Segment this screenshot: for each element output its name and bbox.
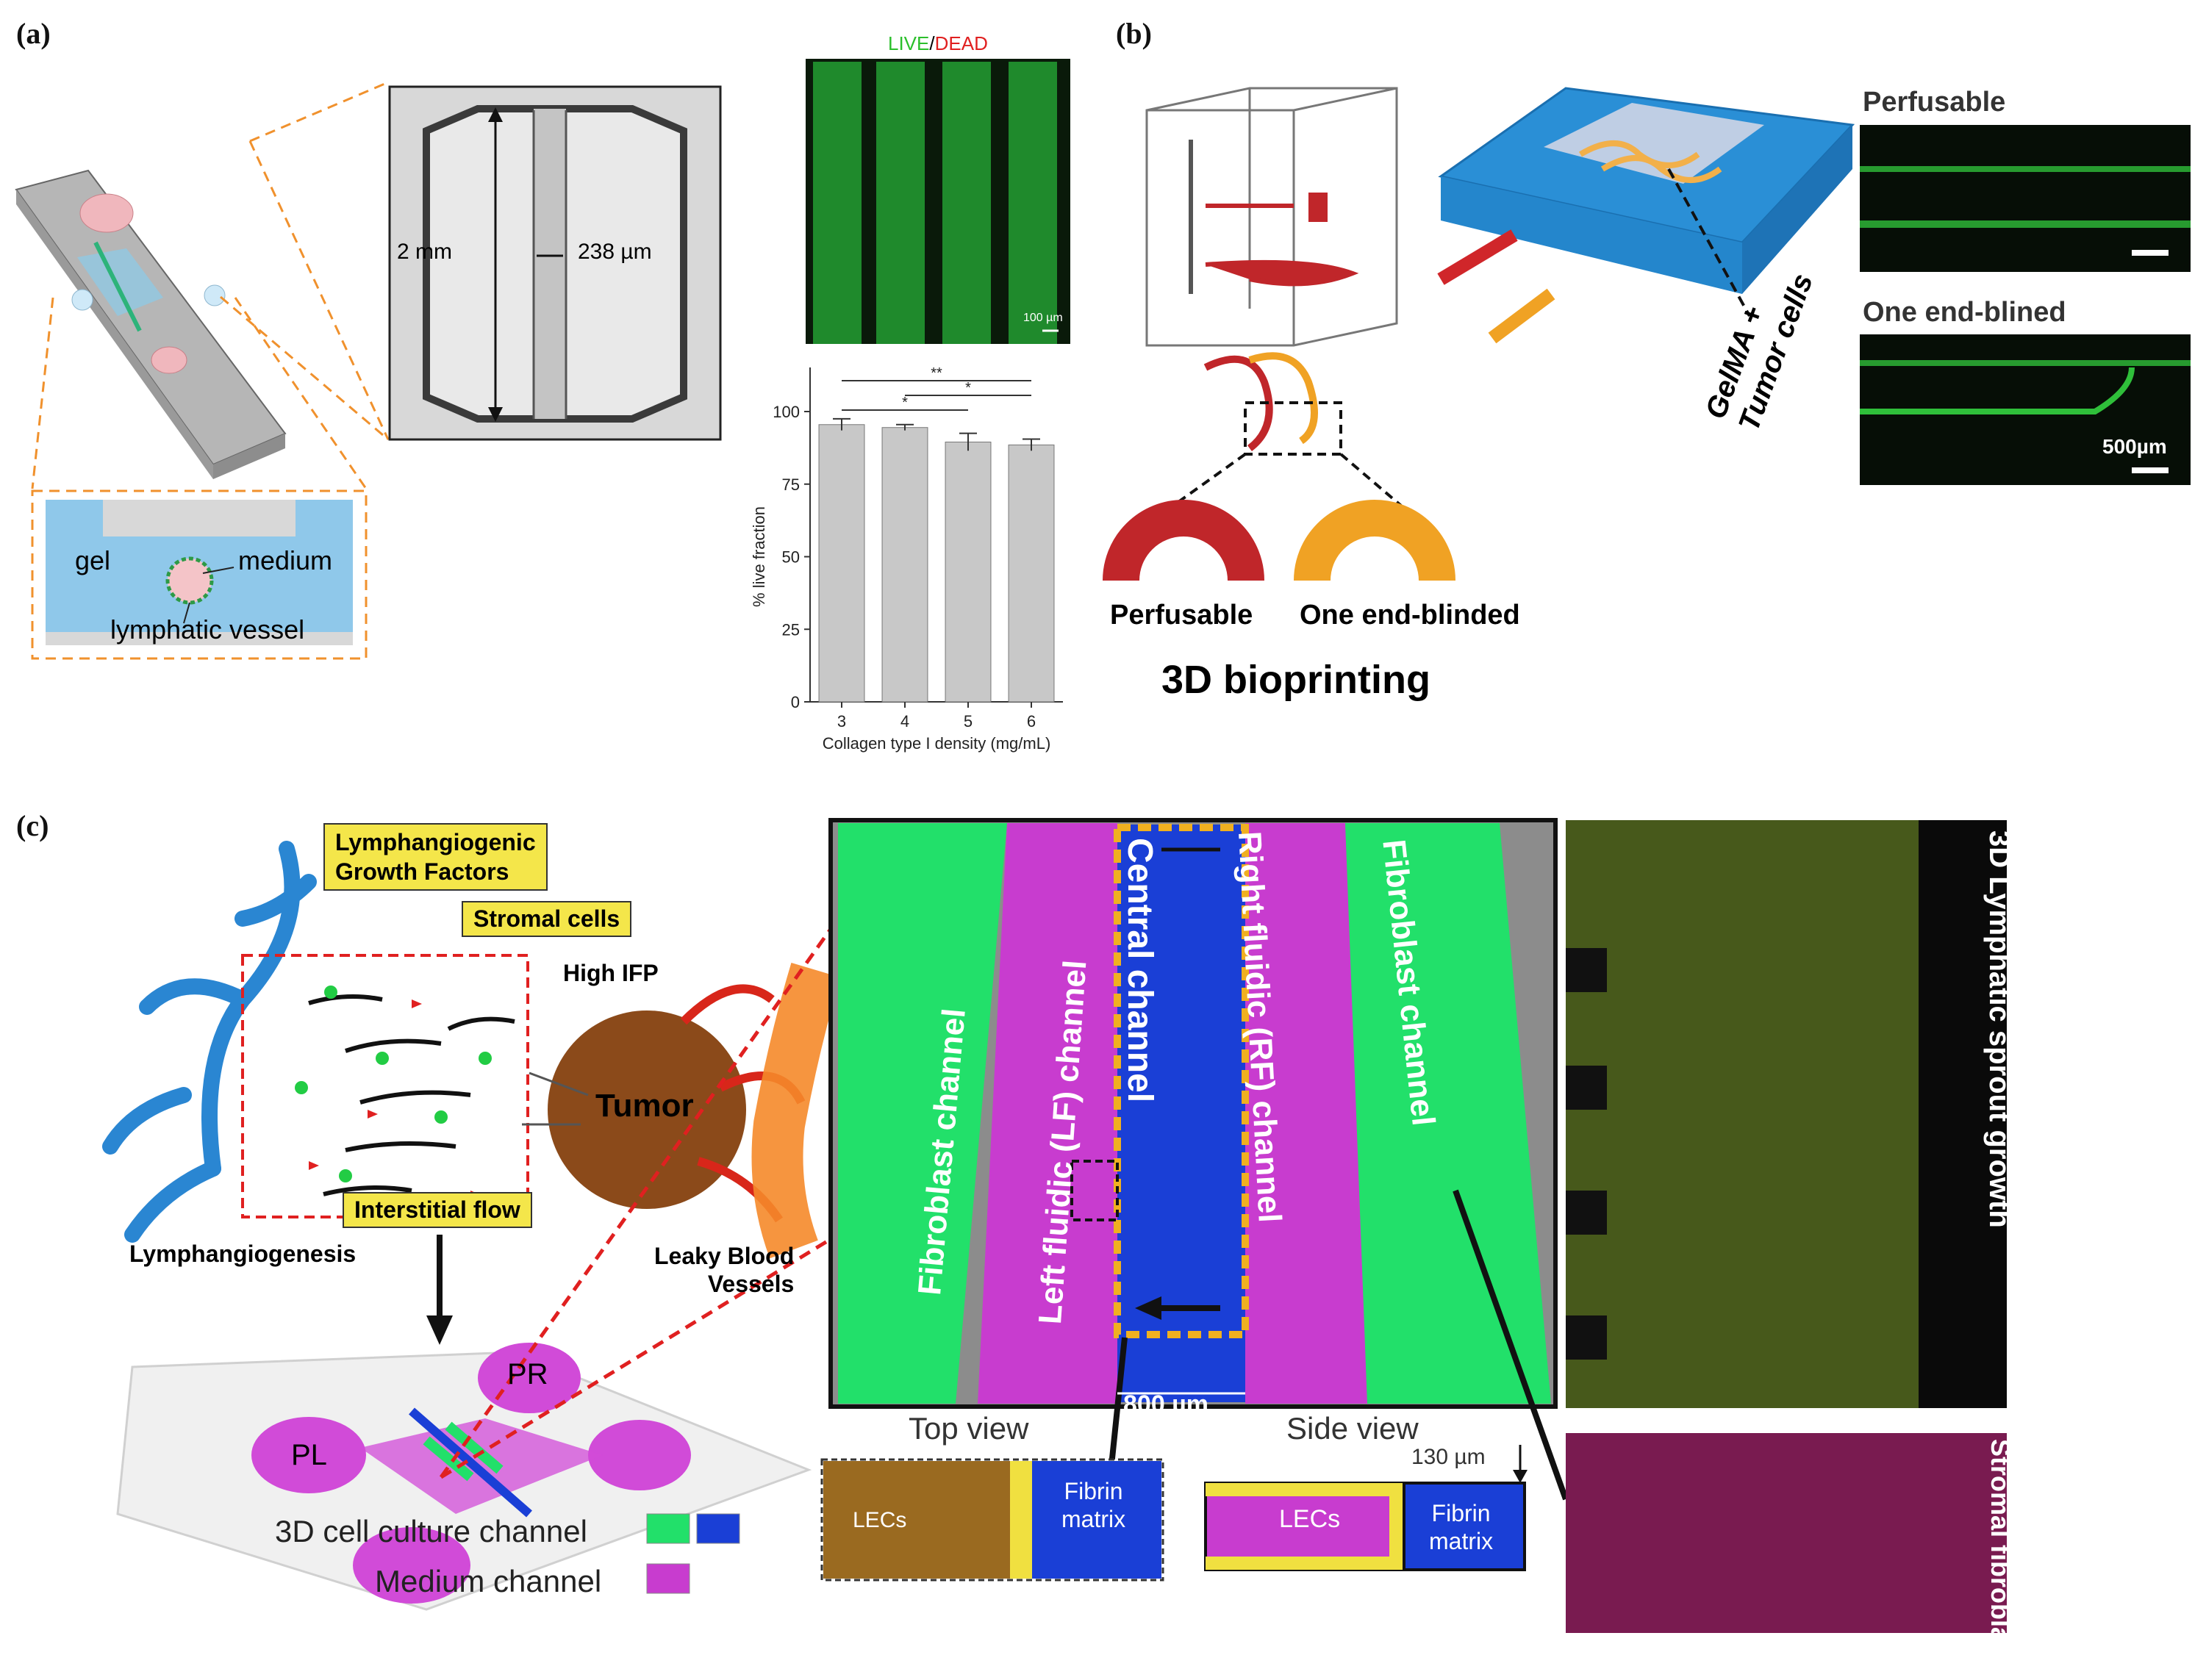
x-axis-label: Collagen type I density (mg/mL): [823, 734, 1051, 753]
img-one-end-title: One end-blined: [1863, 297, 2066, 328]
bioprinter-frame: [1145, 87, 1398, 347]
interstitial-flow-label: Interstitial flow: [343, 1192, 532, 1228]
panel-c-letter: (c): [16, 809, 49, 842]
side-view-label: Side view: [1286, 1411, 1419, 1446]
top-view-schematic: [820, 1458, 1164, 1582]
y-tick-label: 25: [782, 620, 800, 639]
cross-medium-label: medium: [238, 545, 333, 575]
chip-housing: [1437, 87, 1855, 344]
cross-vessel-label: lymphatic vessel: [110, 614, 305, 645]
panel-c-graphics: [102, 818, 2007, 1633]
growth-factors: [295, 986, 492, 1199]
culture-swatch-blue: [696, 1513, 740, 1544]
device-channels: [828, 818, 1569, 1551]
y-tick-label: 50: [782, 548, 800, 567]
top-view-label: Top view: [909, 1411, 1029, 1446]
bar: [945, 441, 992, 703]
side-lecs-label: LECs: [1279, 1505, 1341, 1533]
significance-label: *: [902, 395, 908, 411]
culture-chip: [116, 917, 840, 1611]
img-perfusable-title: Perfusable: [1863, 87, 2006, 118]
perfusable-label: Perfusable: [1110, 600, 1253, 631]
one-end-label: One end-blinded: [1300, 600, 1520, 631]
panel-b-graphics: [1103, 87, 2191, 581]
culture-swatch-green: [646, 1513, 690, 1544]
chip-micrograph: [388, 85, 722, 441]
dim-2mm: 2 mm: [397, 240, 452, 264]
vessel-cross-section: [31, 489, 368, 660]
dim-238um: 238 µm: [578, 240, 652, 264]
y-tick-label: 100: [773, 403, 800, 421]
medium-channel-legend: Medium channel: [375, 1564, 602, 1598]
top-lecs-label: LECs: [853, 1508, 907, 1532]
height-130-label: 130 µm: [1411, 1445, 1486, 1469]
bar: [818, 424, 865, 703]
bar: [1008, 444, 1055, 703]
significance-label: **: [931, 365, 942, 381]
x-tick-label: 3: [837, 712, 846, 730]
side-view-schematic: [1204, 1445, 1528, 1571]
width-800-label: 800 µm: [1123, 1390, 1208, 1418]
central-channel-label: Central channel: [1120, 838, 1159, 1103]
x-tick-label: 4: [900, 712, 909, 730]
y-tick-label: 0: [791, 693, 800, 711]
stromal-legend: Stromal cells: [462, 901, 632, 937]
bioprinting-title: 3D bioprinting: [1161, 658, 1430, 702]
y-axis-label: % live fraction: [750, 506, 768, 607]
printed-tubes: [1103, 352, 1455, 581]
high-ifp-label: High IFP: [563, 960, 659, 986]
sprout-growth-label: 3D Lymphatic sprout growth: [1983, 830, 2016, 1228]
live-dead-scalebar: 100 µm: [1023, 312, 1063, 324]
port-pr-label: PR: [507, 1358, 548, 1390]
flow-arrows: [308, 994, 515, 1196]
culture-channel-legend: 3D cell culture channel: [275, 1514, 587, 1548]
bar: [881, 427, 928, 703]
port-pl-label: PL: [291, 1439, 327, 1471]
x-tick-label: 5: [964, 712, 973, 730]
live-dead-image: [806, 59, 1070, 344]
sprout-image: [1566, 820, 2007, 1408]
fibroblast-image: [1566, 1433, 2007, 1633]
panel-a-letter: (a): [16, 17, 51, 50]
tumor-label: Tumor: [595, 1088, 694, 1124]
live-dead-title: LIVE/DEAD: [888, 32, 988, 54]
lymphatic-vessels: [102, 841, 317, 1243]
y-tick-label: 75: [782, 475, 800, 494]
lymphangiogenesis-label: Lymphangiogenesis: [129, 1241, 357, 1267]
perfusion-images: [1860, 125, 2191, 485]
medium-swatch: [646, 1563, 690, 1594]
cross-gel-label: gel: [75, 545, 111, 575]
x-tick-label: 6: [1027, 712, 1036, 730]
chip-device: [15, 169, 287, 479]
perfusion-scalebar: 500µm: [2102, 435, 2167, 458]
significance-label: *: [965, 380, 971, 396]
panel-b-letter: (b): [1116, 17, 1152, 50]
